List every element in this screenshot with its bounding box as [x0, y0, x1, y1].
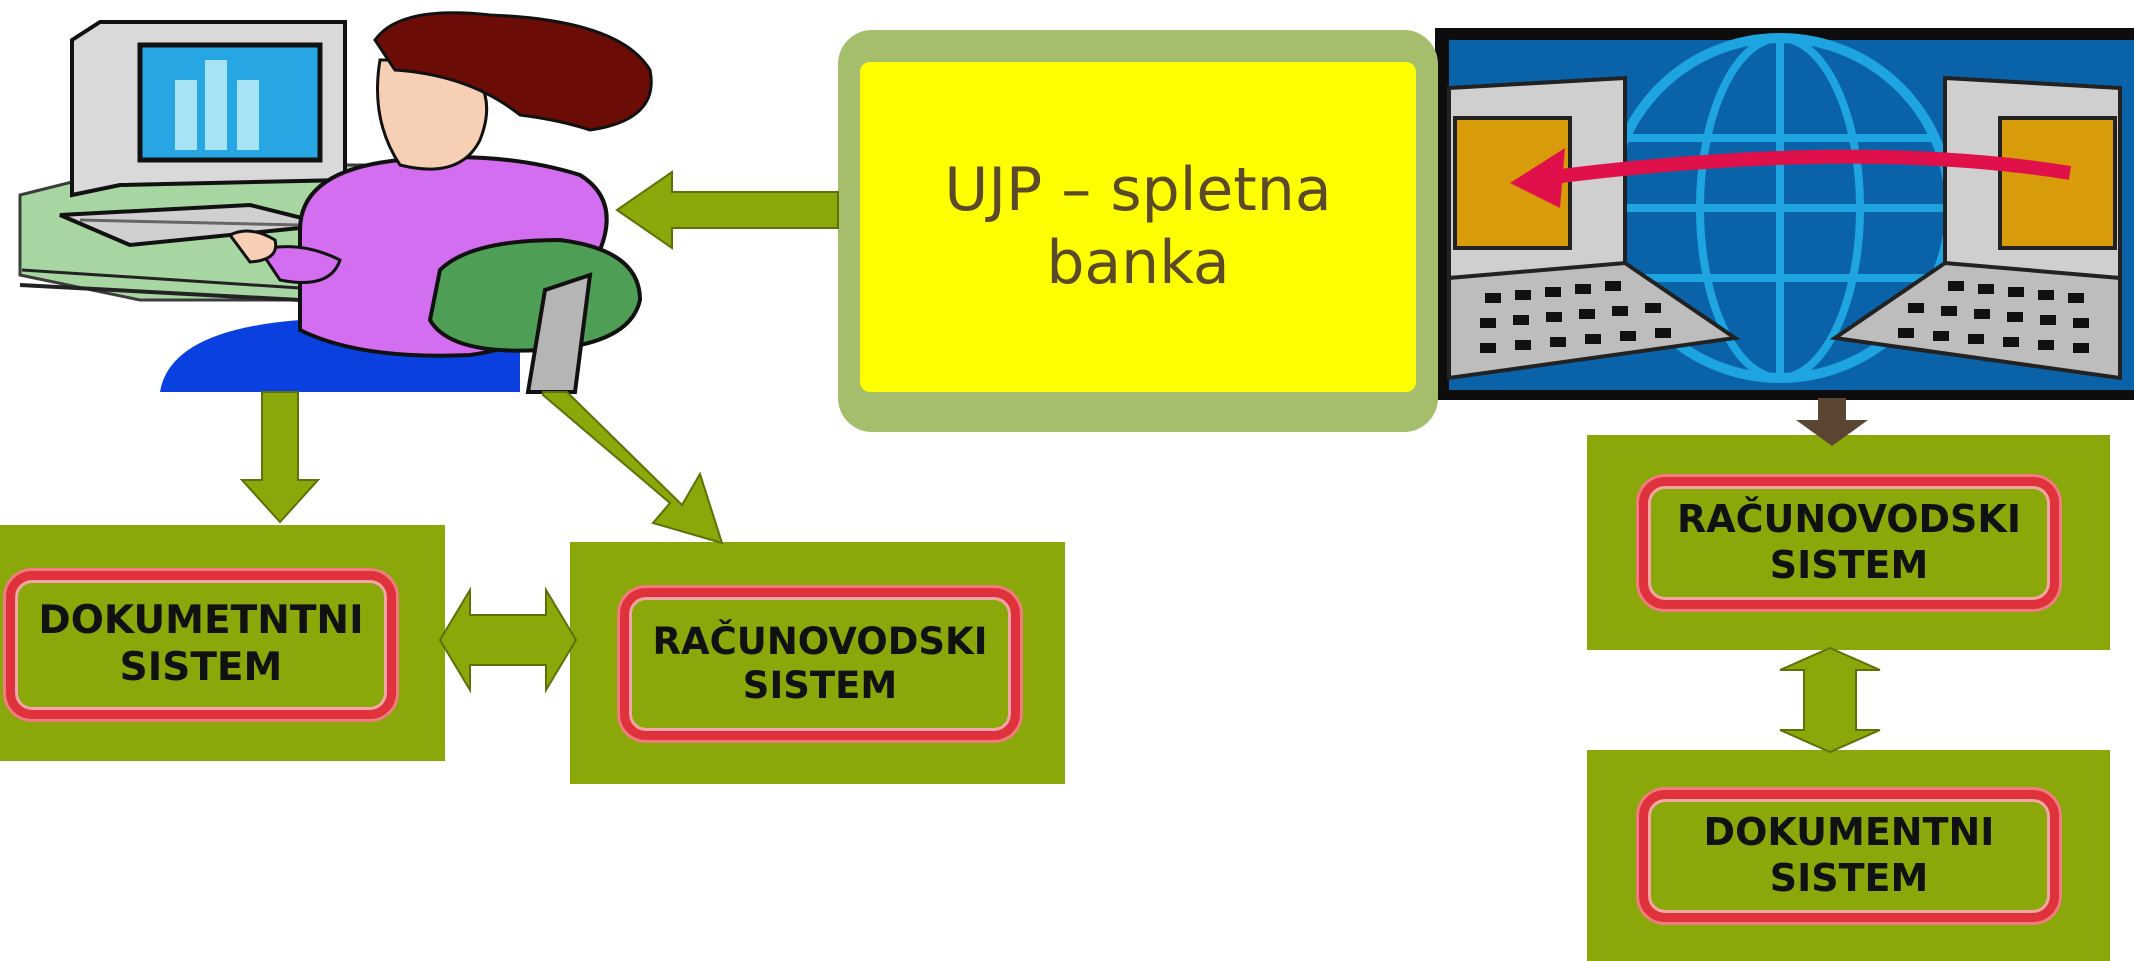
bank-box-frame: UJP – spletna banka	[838, 30, 1438, 432]
arrow-bank-to-user	[615, 170, 839, 250]
right-document-system-label: DOKUMENTNI SISTEM	[1639, 790, 2059, 922]
chair-shape	[427, 237, 643, 353]
right-accounting-line1: RAČUNOVODSKI	[1676, 497, 2022, 542]
woman-hair-shape	[373, 11, 653, 132]
right-accounting-system-box: RAČUNOVODSKI SISTEM	[1587, 435, 2110, 650]
left-accounting-system-label: RAČUNOVODSKI SISTEM	[620, 588, 1020, 740]
right-document-system-box: DOKUMENTNI SISTEM	[1587, 750, 2110, 961]
transfer-arrow-icon	[1544, 149, 2072, 185]
double-arrow-document-accounting	[438, 586, 578, 694]
left-accounting-system-box: RAČUNOVODSKI SISTEM	[570, 542, 1065, 784]
bank-title-line2: banka	[1046, 228, 1230, 298]
arrow-network-to-accounting	[1796, 398, 1868, 446]
arrow-user-to-document	[239, 391, 321, 524]
woman-at-computer-image	[18, 11, 653, 394]
left-document-line2: SISTEM	[119, 645, 283, 690]
right-document-line2: SISTEM	[1769, 856, 1929, 900]
bank-box: UJP – spletna banka	[860, 62, 1416, 392]
left-accounting-line2: SISTEM	[742, 664, 898, 707]
right-document-line1: DOKUMENTNI	[1703, 810, 1995, 855]
left-accounting-line1: RAČUNOVODSKI	[652, 619, 988, 663]
right-accounting-line2: SISTEM	[1769, 543, 1929, 587]
network-transfer-image	[1435, 28, 2134, 400]
left-document-system-box: DOKUMETNTNI SISTEM	[0, 525, 445, 761]
left-document-system-label: DOKUMETNTNI SISTEM	[6, 571, 396, 719]
double-arrow-accounting-document	[1779, 646, 1881, 754]
arrow-user-to-accounting	[542, 391, 724, 545]
bank-title-line1: UJP – spletna	[944, 154, 1332, 225]
left-document-line1: DOKUMETNTNI	[38, 598, 364, 644]
right-accounting-system-label: RAČUNOVODSKI SISTEM	[1639, 477, 2059, 609]
